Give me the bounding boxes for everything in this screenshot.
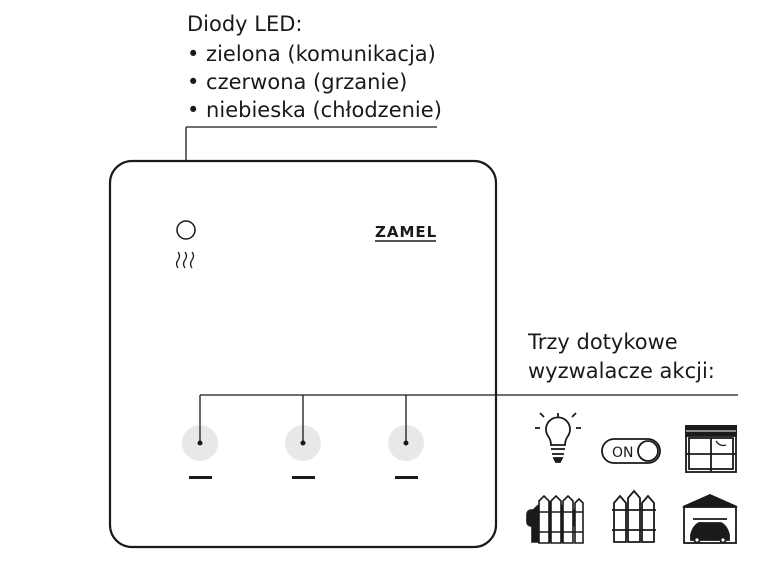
led-item-green: • zielona (komunikacja) xyxy=(187,42,436,66)
switch-label: ON xyxy=(612,445,634,461)
window-blind-icon xyxy=(685,425,737,473)
garage-icon xyxy=(682,494,738,544)
led-indicator-icon xyxy=(176,220,196,240)
car-gate-icon xyxy=(526,494,584,544)
fence-gate-icon xyxy=(612,489,656,543)
led-item-blue: • niebieska (chłodzenie) xyxy=(187,98,442,122)
touch-button-marker xyxy=(395,476,418,479)
heat-symbol-icon xyxy=(175,251,195,269)
touch-button-marker xyxy=(189,476,212,479)
on-switch-icon: ON xyxy=(601,438,661,464)
touch-button-marker xyxy=(292,476,315,479)
thermostat-body xyxy=(108,159,498,549)
action-callout-line-1: Trzy dotykowe xyxy=(528,330,678,354)
light-bulb-icon xyxy=(535,412,581,463)
brand-logo: ZAMEL xyxy=(375,223,437,241)
led-callout-title: Diody LED: xyxy=(187,12,303,36)
action-callout-line-2: wyzwalacze akcji: xyxy=(528,359,715,383)
led-item-red: • czerwona (grzanie) xyxy=(187,70,408,94)
